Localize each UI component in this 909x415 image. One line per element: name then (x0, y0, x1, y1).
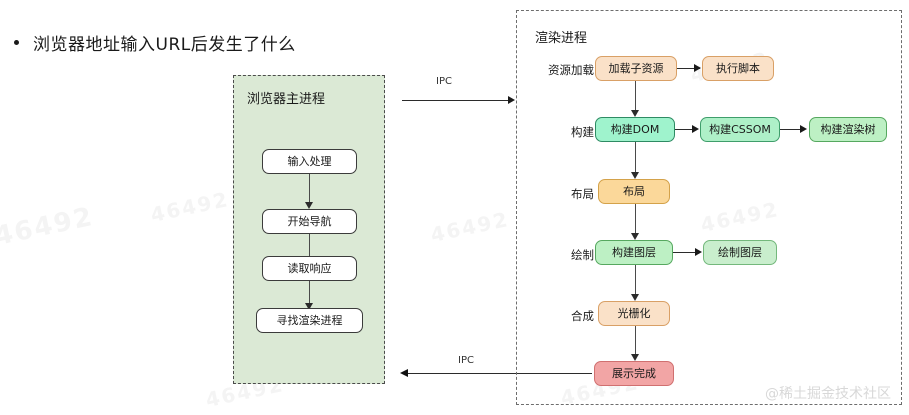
ipc-label-bottom: IPC (458, 355, 474, 366)
node-find-render-process[interactable]: 寻找渲染进程 (256, 308, 363, 333)
node-label: 展示完成 (612, 367, 656, 380)
render-process-panel: 渲染进程 (516, 10, 902, 405)
row-label-layout: 布局 (571, 187, 594, 201)
node-build-cssom[interactable]: 构建CSSOM (700, 117, 780, 142)
node-paint-layers[interactable]: 绘制图层 (703, 240, 777, 265)
node-rasterize[interactable]: 光栅化 (598, 301, 670, 326)
node-label: 构建渲染树 (820, 123, 876, 136)
page-heading: 浏览器地址输入URL后发生了什么 (14, 30, 296, 55)
row-label-composite: 合成 (571, 309, 594, 323)
node-layout[interactable]: 布局 (598, 179, 670, 204)
row-label-paint: 绘制 (571, 248, 594, 262)
node-label: 加载子资源 (608, 62, 664, 75)
arrow-down-icon (305, 202, 313, 209)
node-label: 开始导航 (287, 215, 332, 228)
node-execute-script[interactable]: 执行脚本 (702, 56, 774, 81)
background-watermark: 46492 (428, 206, 512, 248)
arrow-left-icon (400, 369, 408, 377)
connector-line (309, 174, 310, 204)
node-label: 构建DOM (610, 123, 660, 136)
ipc-label-top: IPC (436, 76, 452, 87)
arrow-right-icon (695, 248, 702, 256)
footer-watermark: @稀土掘金技术社区 (765, 386, 891, 402)
connector-line (635, 204, 636, 238)
node-input-handling[interactable]: 输入处理 (262, 149, 357, 174)
background-watermark: 46492 (0, 201, 97, 253)
arrow-down-icon (631, 172, 639, 179)
browser-process-title: 浏览器主进程 (247, 92, 326, 107)
page-title: 浏览器地址输入URL后发生了什么 (33, 35, 296, 55)
ipc-arrow-top-line (402, 100, 510, 101)
node-display-complete[interactable]: 展示完成 (594, 361, 674, 386)
arrow-down-icon (631, 354, 639, 361)
node-build-layers[interactable]: 构建图层 (595, 240, 673, 265)
node-build-dom[interactable]: 构建DOM (595, 117, 675, 142)
arrow-right-icon (508, 96, 515, 104)
background-watermark: 46492 (148, 186, 232, 228)
connector-line (635, 142, 636, 176)
connector-line (673, 252, 700, 253)
connector-line (675, 129, 697, 130)
connector-line (635, 265, 636, 299)
node-label: 寻找渲染进程 (276, 314, 343, 327)
arrow-down-icon (631, 294, 639, 301)
arrow-down-icon (631, 233, 639, 240)
arrow-down-icon (631, 110, 639, 117)
arrow-right-icon (692, 125, 699, 133)
render-process-title: 渲染进程 (535, 31, 588, 46)
arrow-down-icon (305, 303, 313, 310)
bullet-icon (14, 40, 19, 45)
node-label: 输入处理 (287, 155, 332, 168)
connector-line (635, 326, 636, 359)
row-label-resource-loading: 资源加载 (548, 63, 594, 77)
ipc-arrow-bottom-line (408, 373, 592, 374)
arrow-right-icon (694, 64, 701, 72)
connector-line (309, 281, 310, 310)
connector-line (635, 81, 636, 114)
connector-line (309, 234, 310, 264)
node-label: 光栅化 (617, 307, 651, 320)
node-label: 构建CSSOM (709, 123, 771, 136)
arrow-right-icon (800, 125, 807, 133)
node-label: 绘制图层 (718, 246, 762, 259)
node-read-response[interactable]: 读取响应 (262, 256, 357, 281)
node-label: 构建图层 (612, 246, 656, 259)
node-label: 布局 (623, 185, 645, 198)
node-start-navigation[interactable]: 开始导航 (262, 209, 357, 234)
node-label: 读取响应 (287, 262, 332, 275)
node-load-subresources[interactable]: 加载子资源 (595, 56, 677, 81)
row-label-build: 构建 (571, 125, 594, 139)
connector-line (780, 129, 805, 130)
node-label: 执行脚本 (716, 62, 760, 75)
node-build-render-tree[interactable]: 构建渲染树 (809, 117, 887, 142)
connector-line (677, 68, 700, 69)
